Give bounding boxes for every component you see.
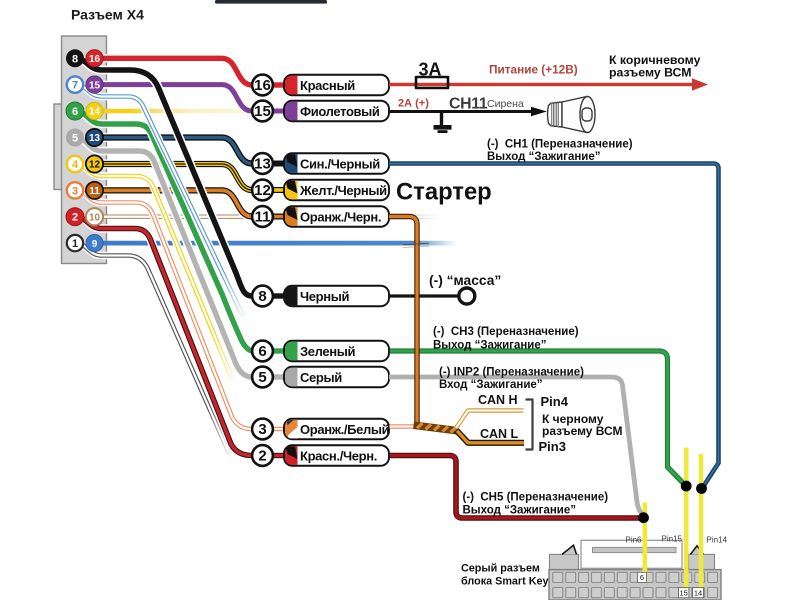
svg-text:К черному: К черному: [542, 412, 604, 426]
svg-text:разъему ВСМ: разъему ВСМ: [542, 424, 623, 438]
svg-text:Pin14: Pin14: [707, 536, 728, 545]
svg-text:4: 4: [72, 159, 79, 171]
svg-text:Серый разъем: Серый разъем: [461, 563, 540, 575]
svg-text:15: 15: [680, 588, 688, 597]
svg-text:Серый: Серый: [300, 370, 342, 385]
svg-text:1: 1: [72, 238, 78, 250]
svg-text:15: 15: [89, 80, 101, 91]
svg-text:Черный: Черный: [300, 289, 350, 304]
svg-text:14: 14: [89, 107, 101, 118]
svg-text:Выход “Зажигание”: Выход “Зажигание”: [487, 151, 601, 163]
svg-text:Выход “Зажигание”: Выход “Зажигание”: [463, 505, 577, 517]
svg-text:8: 8: [72, 53, 78, 65]
svg-text:(-) INP2 (Переназначение): (-) INP2 (Переназначение): [439, 367, 584, 379]
svg-text:2А (+): 2А (+): [398, 98, 429, 110]
svg-text:11: 11: [255, 209, 271, 226]
svg-text:Син./Черный: Син./Черный: [300, 156, 380, 171]
svg-text:(-) СН3 (Переназначение): (-) СН3 (Переназначение): [433, 326, 579, 338]
svg-text:6: 6: [72, 106, 78, 118]
svg-text:13: 13: [89, 133, 101, 144]
svg-text:Pin6: Pin6: [625, 536, 642, 545]
svg-text:Желт./Черный: Желт./Черный: [299, 183, 387, 198]
svg-text:16: 16: [89, 54, 101, 65]
svg-text:3: 3: [258, 421, 266, 438]
svg-text:Разъем X4: Разъем X4: [71, 7, 144, 23]
svg-text:Вход “Зажигание”: Вход “Зажигание”: [439, 379, 543, 391]
svg-text:Стартер: Стартер: [396, 179, 492, 206]
svg-text:12: 12: [254, 182, 271, 199]
svg-text:Зеленый: Зеленый: [300, 344, 356, 359]
svg-text:9: 9: [92, 239, 98, 250]
svg-text:3: 3: [72, 185, 78, 197]
svg-text:10: 10: [89, 212, 101, 223]
svg-text:7: 7: [72, 80, 78, 92]
svg-text:разъему ВСМ: разъему ВСМ: [609, 66, 692, 80]
svg-text:11: 11: [89, 186, 100, 197]
svg-text:Питание (+12В): Питание (+12В): [489, 63, 578, 77]
svg-text:(-) “масса”: (-) “масса”: [429, 273, 501, 288]
svg-text:Pin3: Pin3: [539, 439, 566, 454]
svg-text:Оранж./Черн.: Оранж./Черн.: [300, 209, 381, 224]
svg-text:2: 2: [258, 448, 266, 465]
svg-text:Фиолетовый: Фиолетовый: [300, 104, 380, 119]
svg-text:К коричневому: К коричневому: [609, 53, 701, 67]
svg-text:15: 15: [254, 103, 271, 120]
svg-text:(-) СН1 (Переназначение): (-) СН1 (Переназначение): [487, 139, 633, 151]
svg-text:3А: 3А: [419, 60, 442, 80]
svg-text:Pin4: Pin4: [541, 394, 569, 409]
svg-text:5: 5: [258, 369, 266, 386]
svg-text:СН11: СН11: [449, 96, 488, 113]
svg-text:CAN L: CAN L: [480, 427, 519, 441]
svg-text:6: 6: [258, 343, 266, 360]
svg-text:блока Smart Key: блока Smart Key: [461, 576, 549, 588]
svg-text:Красный: Красный: [300, 78, 355, 93]
svg-text:Pin15: Pin15: [662, 535, 683, 544]
svg-text:13: 13: [254, 156, 271, 173]
svg-text:Красн./Черн.: Красн./Черн.: [300, 448, 377, 463]
svg-text:Выход “Зажигание”: Выход “Зажигание”: [433, 340, 547, 352]
svg-text:(-) СН5 (Переназначение): (-) СН5 (Переназначение): [463, 492, 609, 504]
svg-text:5: 5: [72, 133, 78, 145]
svg-text:6: 6: [640, 573, 644, 582]
svg-text:Оранж./Белый: Оранж./Белый: [300, 422, 390, 437]
svg-text:16: 16: [254, 77, 271, 94]
svg-text:CAN H: CAN H: [478, 393, 518, 407]
svg-text:12: 12: [89, 160, 101, 171]
svg-text:8: 8: [258, 288, 266, 305]
svg-text:Сирена: Сирена: [487, 98, 524, 110]
svg-text:14: 14: [694, 588, 702, 597]
svg-text:2: 2: [72, 212, 78, 224]
